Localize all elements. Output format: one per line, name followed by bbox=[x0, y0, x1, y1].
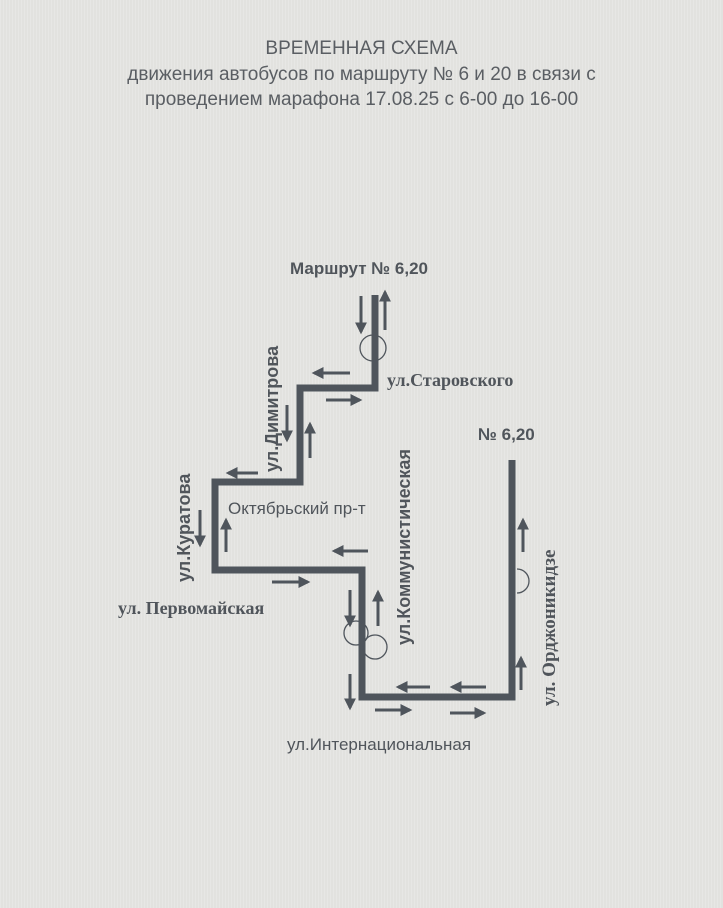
bus-stop-icon bbox=[362, 634, 388, 660]
route-label-right: № 6,20 bbox=[478, 425, 535, 444]
direction-arrows bbox=[194, 289, 529, 719]
street-internatsionalnaya: ул.Интернациональная bbox=[287, 735, 471, 754]
schema-subtitle-2: проведением марафона 17.08.25 с 6-00 до … bbox=[144, 89, 579, 110]
route-label-top: Маршрут № 6,20 bbox=[290, 259, 428, 278]
street-ordzhonikidze: ул. Орджоникидзе bbox=[539, 550, 560, 706]
street-oktyabrsky: Октябрьский пр-т bbox=[228, 499, 366, 518]
street-kuratova: ул.Куратова bbox=[174, 473, 194, 582]
street-kommunisticheskaya: ул.Коммунистическая bbox=[394, 449, 414, 645]
street-pervomayskaya: ул. Первомайская bbox=[118, 598, 265, 618]
schema-title: ВРЕМЕННАЯ СХЕМА bbox=[265, 38, 458, 59]
bus-stop-icon bbox=[343, 620, 369, 646]
schema-subtitle-1: движения автобусов по маршруту № 6 и 20 … bbox=[127, 64, 596, 85]
street-starovskogo: ул.Старовского bbox=[387, 370, 513, 390]
bus-stop-icon bbox=[359, 334, 387, 362]
bus-stops bbox=[343, 334, 530, 660]
bus-route-line bbox=[211, 295, 516, 701]
street-dimitrova: ул.Димитрова bbox=[262, 345, 282, 472]
bus-stop-icon bbox=[516, 568, 530, 594]
